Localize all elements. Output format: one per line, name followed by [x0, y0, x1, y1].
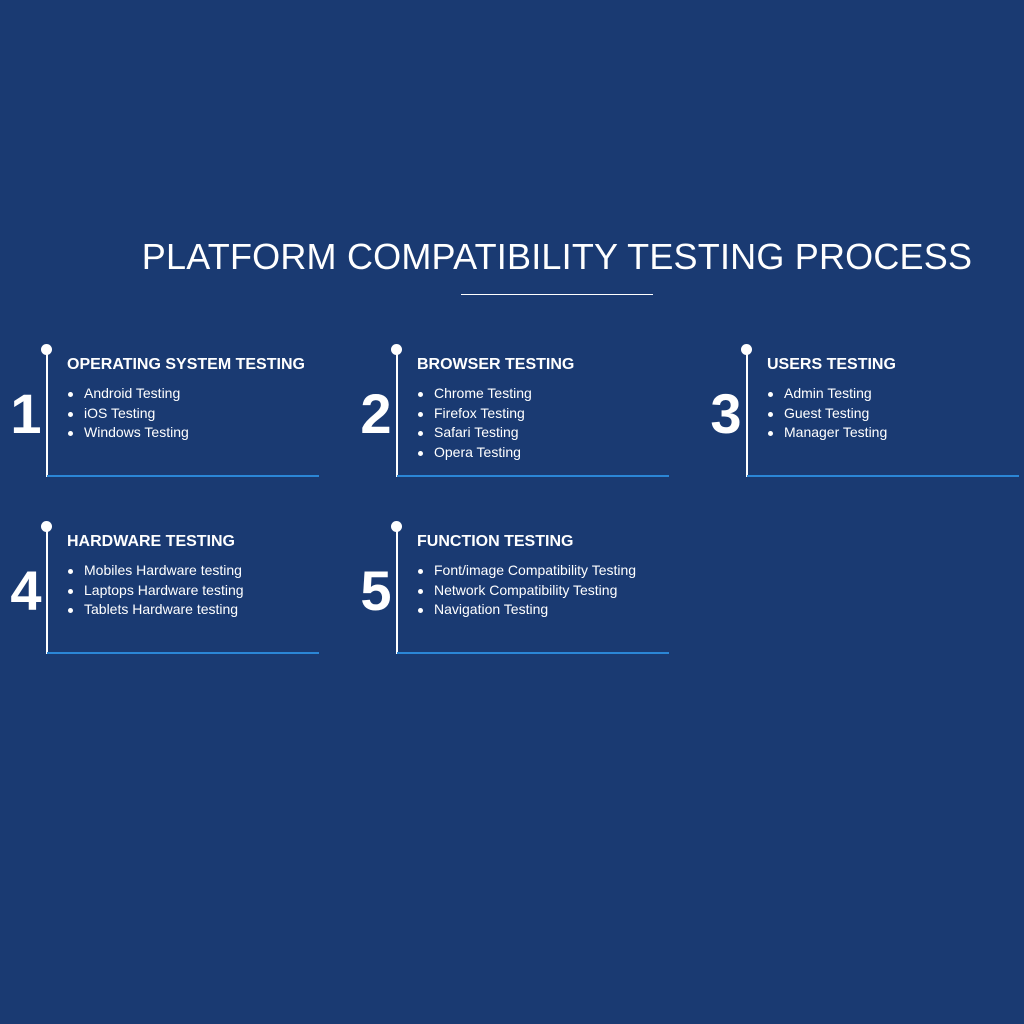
- timeline-dot: [41, 344, 52, 355]
- step-divider-line: [397, 652, 669, 654]
- list-item: Windows Testing: [67, 423, 189, 443]
- step-divider-line: [747, 475, 1019, 477]
- bullet-icon: [418, 431, 423, 436]
- bullet-icon: [68, 569, 73, 574]
- step-number: 5: [360, 559, 392, 622]
- list-item-label: Firefox Testing: [434, 404, 525, 421]
- list-item: Guest Testing: [767, 404, 887, 424]
- list-item: Navigation Testing: [417, 600, 636, 620]
- bullet-icon: [418, 588, 423, 594]
- step-number: 3: [710, 382, 742, 445]
- step-heading: OPERATING SYSTEM TESTING: [67, 356, 305, 373]
- bullet-icon: [68, 608, 73, 613]
- bullet-icon: [68, 431, 73, 436]
- list-item: Mobiles Hardware testing: [67, 561, 244, 581]
- step-divider-line: [397, 475, 669, 477]
- timeline-dot: [391, 521, 402, 532]
- list-item-label: Navigation Testing: [434, 601, 549, 617]
- list-item-label: Network Compatibility Testing: [434, 581, 618, 598]
- step-item-list: Android Testing iOS Testing Windows Test…: [67, 384, 189, 443]
- step-heading: FUNCTION TESTING: [417, 533, 574, 550]
- list-item: Android Testing: [67, 384, 189, 404]
- step-item-list: Font/image Compatibility Testing Network…: [417, 561, 636, 620]
- list-item-label: Windows Testing: [84, 424, 189, 440]
- list-item: Manager Testing: [767, 423, 887, 443]
- list-item: Font/image Compatibility Testing: [417, 561, 636, 581]
- step-number: 2: [360, 382, 392, 445]
- timeline-vertical-line: [746, 352, 748, 477]
- timeline-vertical-line: [396, 529, 398, 654]
- step-item-list: Admin Testing Guest Testing Manager Test…: [767, 384, 887, 443]
- timeline-vertical-line: [396, 352, 398, 477]
- timeline-dot: [391, 344, 402, 355]
- bullet-icon: [768, 431, 773, 436]
- page-title: PLATFORM COMPATIBILITY TESTING PROCESS: [141, 236, 973, 277]
- list-item-label: Chrome Testing: [434, 385, 532, 401]
- step-card-2: 2 BROWSER TESTING Chrome Testing Firefox…: [360, 344, 687, 480]
- step-heading: HARDWARE TESTING: [67, 533, 235, 550]
- bullet-icon: [418, 450, 423, 456]
- title-underline: [461, 294, 653, 295]
- list-item-label: Tablets Hardware testing: [84, 601, 239, 617]
- bullet-icon: [68, 588, 73, 594]
- bullet-icon: [418, 392, 423, 397]
- step-number: 1: [10, 382, 42, 445]
- list-item-label: Opera Testing: [434, 443, 521, 460]
- list-item: Firefox Testing: [417, 404, 532, 424]
- list-item-label: Laptops Hardware testing: [84, 581, 244, 598]
- list-item-label: Guest Testing: [784, 404, 870, 421]
- step-divider-line: [47, 475, 319, 477]
- bullet-icon: [418, 569, 423, 574]
- bullet-icon: [768, 411, 773, 417]
- step-card-3: 3 USERS TESTING Admin Testing Guest Test…: [710, 344, 1024, 480]
- list-item-label: Android Testing: [84, 385, 181, 401]
- list-item: Opera Testing: [417, 443, 532, 463]
- list-item: Safari Testing: [417, 423, 532, 443]
- step-number: 4: [10, 559, 42, 622]
- timeline-vertical-line: [46, 529, 48, 654]
- step-card-4: 4 HARDWARE TESTING Mobiles Hardware test…: [10, 521, 337, 657]
- list-item: Chrome Testing: [417, 384, 532, 404]
- list-item-label: iOS Testing: [84, 404, 156, 421]
- list-item-label: Manager Testing: [784, 424, 888, 440]
- step-card-1: 1 OPERATING SYSTEM TESTING Android Testi…: [10, 344, 337, 480]
- bullet-icon: [418, 608, 423, 613]
- list-item: Admin Testing: [767, 384, 887, 404]
- list-item-label: Safari Testing: [434, 424, 519, 440]
- step-item-list: Chrome Testing Firefox Testing Safari Te…: [417, 384, 532, 462]
- timeline-vertical-line: [46, 352, 48, 477]
- step-divider-line: [47, 652, 319, 654]
- list-item-label: Admin Testing: [784, 385, 872, 401]
- timeline-dot: [41, 521, 52, 532]
- step-card-5: 5 FUNCTION TESTING Font/image Compatibil…: [360, 521, 687, 657]
- bullet-icon: [68, 392, 73, 397]
- list-item: iOS Testing: [67, 404, 189, 424]
- bullet-icon: [68, 411, 73, 417]
- list-item-label: Mobiles Hardware testing: [84, 562, 242, 578]
- list-item: Laptops Hardware testing: [67, 581, 244, 601]
- list-item-label: Font/image Compatibility Testing: [434, 562, 637, 578]
- bullet-icon: [418, 411, 423, 417]
- step-item-list: Mobiles Hardware testing Laptops Hardwar…: [67, 561, 244, 620]
- step-heading: USERS TESTING: [767, 356, 896, 373]
- step-heading: BROWSER TESTING: [417, 356, 575, 373]
- list-item: Tablets Hardware testing: [67, 600, 244, 620]
- bullet-icon: [768, 392, 773, 397]
- timeline-dot: [741, 344, 752, 355]
- list-item: Network Compatibility Testing: [417, 581, 636, 601]
